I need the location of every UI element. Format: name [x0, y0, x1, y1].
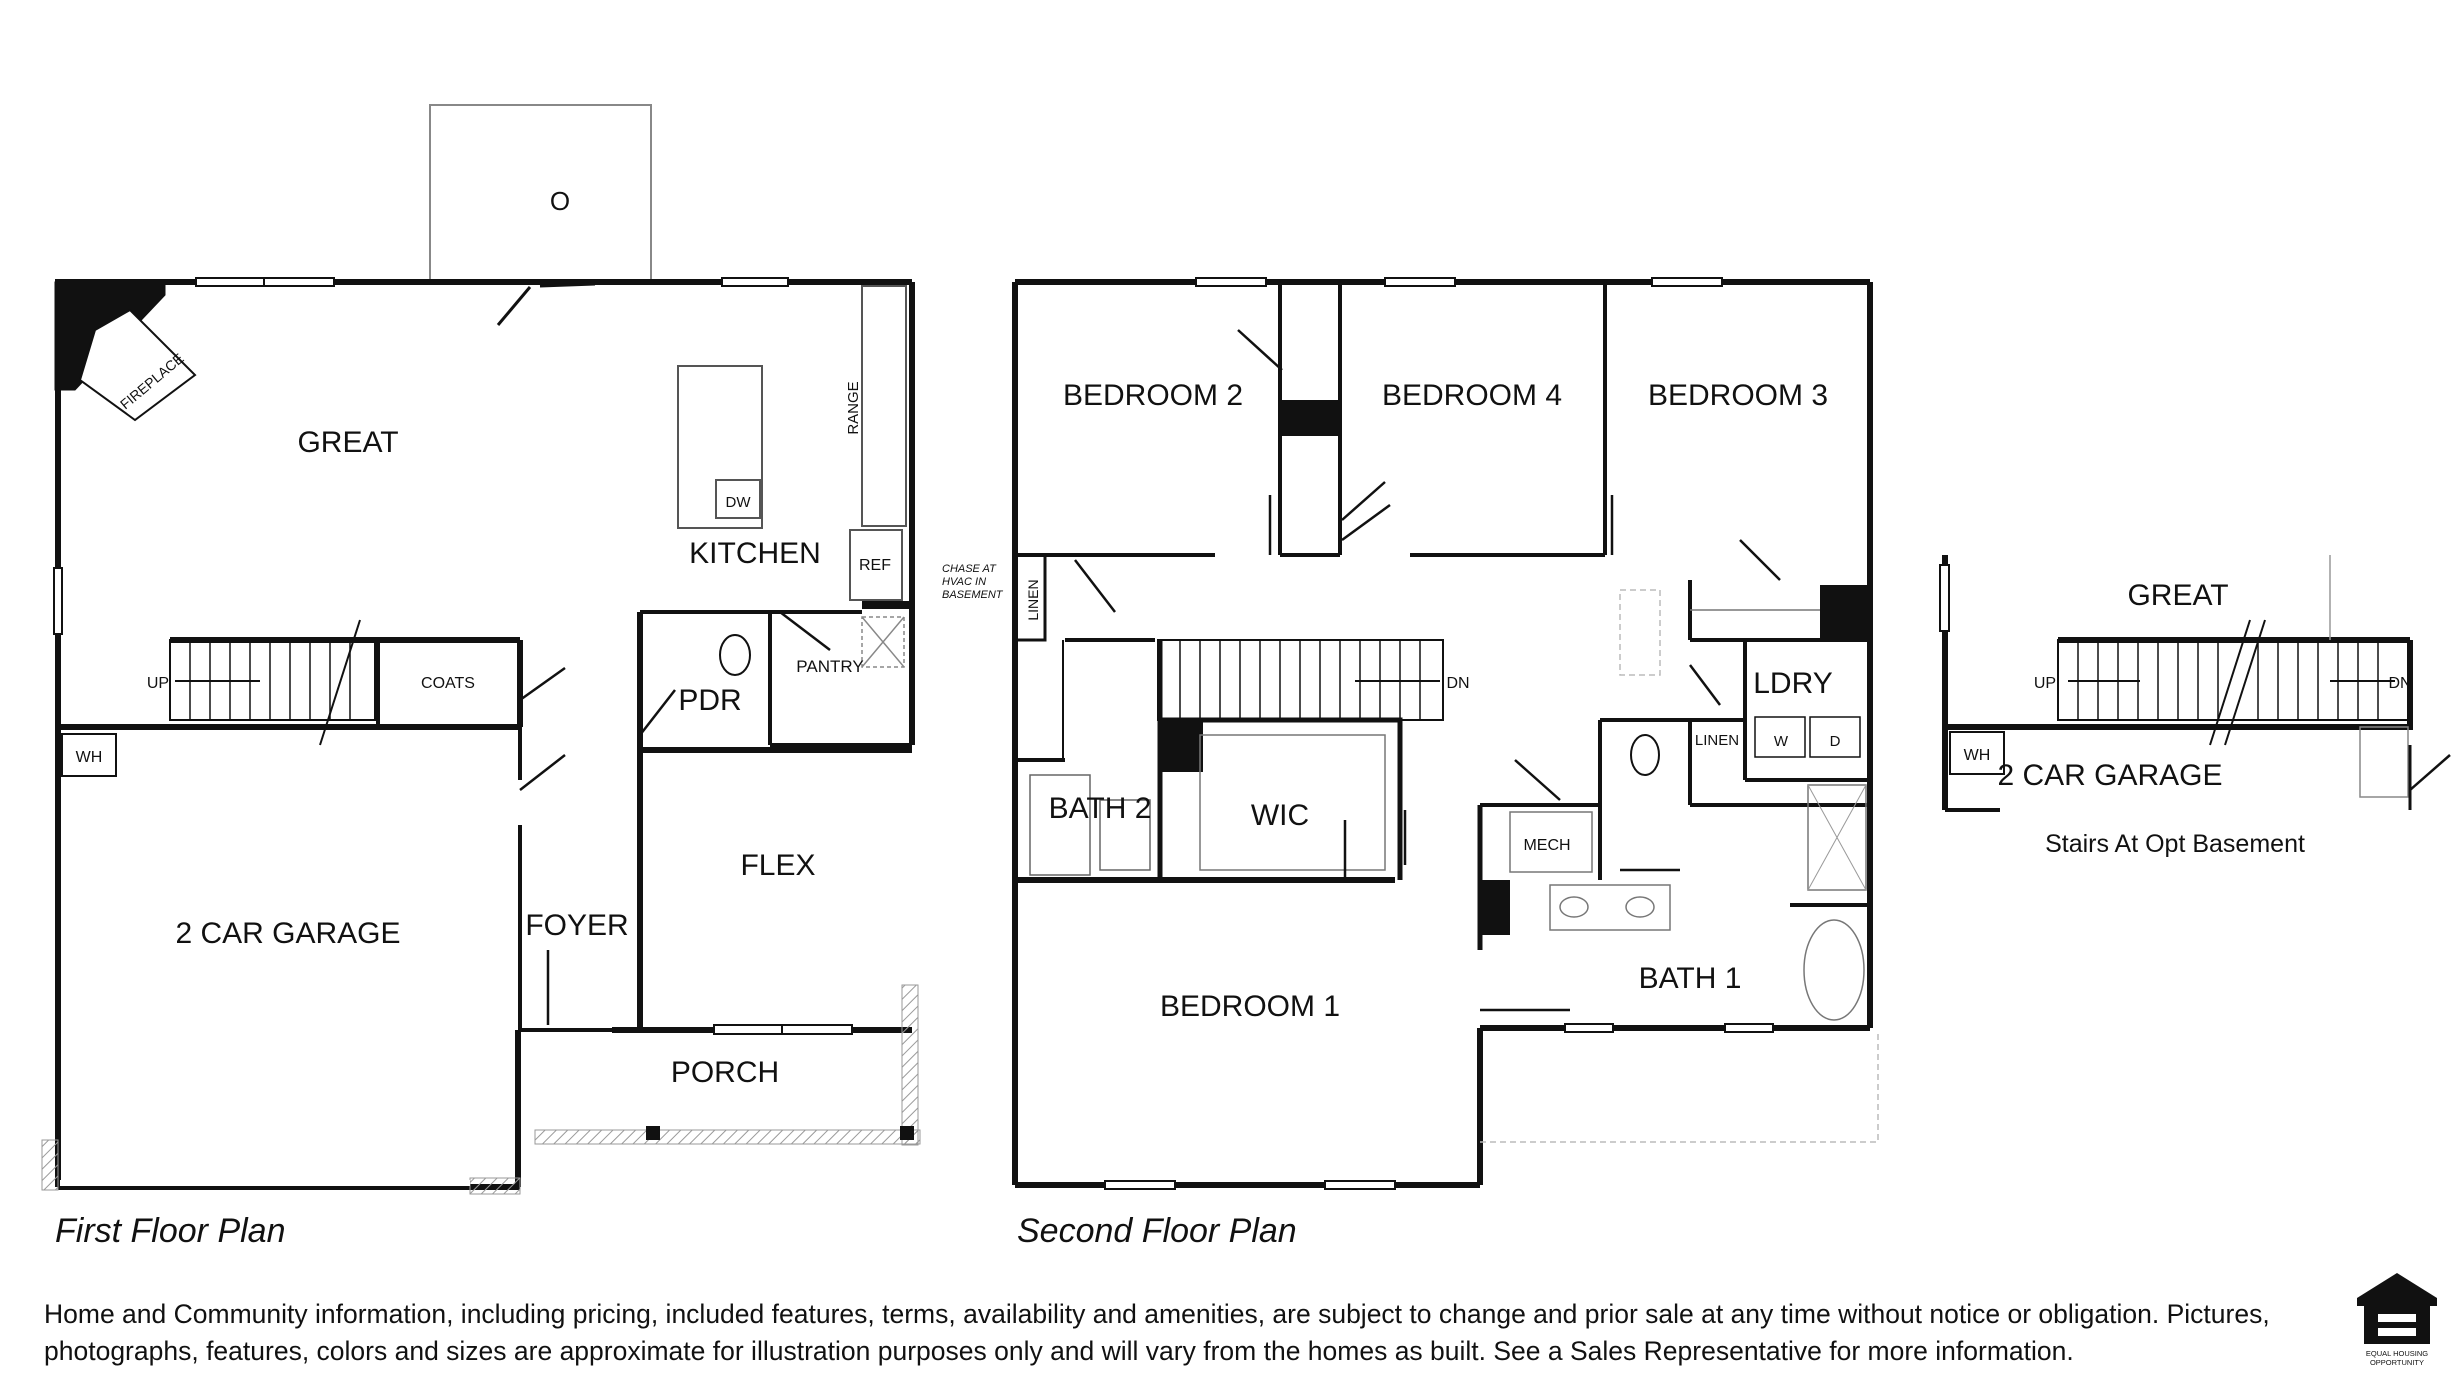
- laundry-label: LDRY: [1753, 667, 1832, 700]
- dryer-label: D: [1830, 733, 1841, 750]
- opt-water-heater-label: WH: [1964, 747, 1991, 764]
- powder-room-label: PDR: [678, 684, 741, 717]
- bath-1-label: BATH 1: [1639, 962, 1742, 995]
- kitchen-label: KITCHEN: [689, 537, 821, 570]
- washer-label: W: [1774, 733, 1789, 750]
- mech-label: MECH: [1523, 837, 1570, 854]
- legal-disclaimer: Home and Community information, includin…: [44, 1299, 2270, 1366]
- stair-up-label: UP: [147, 675, 169, 692]
- bedroom-3-label: BEDROOM 3: [1648, 379, 1828, 412]
- flex-label: FLEX: [740, 849, 815, 882]
- dishwasher-label: DW: [726, 494, 752, 511]
- refrigerator-label: REF: [859, 557, 891, 574]
- water-heater-label: WH: [76, 749, 103, 766]
- coats-label: COATS: [421, 675, 475, 692]
- bedroom-2-label: BEDROOM 2: [1063, 379, 1243, 412]
- range-label: RANGE: [845, 381, 862, 434]
- opt-stairs-caption: Stairs At Opt Basement: [2045, 830, 2305, 858]
- opt-stair-up-label: UP: [2034, 675, 2056, 692]
- second-floor-plan: [1012, 277, 1879, 1190]
- chase-note-line2: HVAC IN: [942, 576, 986, 588]
- first-floor-plan: [41, 104, 921, 1195]
- porch-label: PORCH: [671, 1056, 779, 1089]
- chase-note-line1: CHASE AT: [942, 563, 997, 575]
- great-room-label: GREAT: [297, 426, 398, 459]
- stair-down-label: DN: [1446, 675, 1469, 692]
- second-floor-caption: Second Floor Plan: [1017, 1212, 1297, 1250]
- walk-in-closet-label: WIC: [1251, 799, 1309, 832]
- opt-great-label: GREAT: [2127, 579, 2228, 612]
- linen-closet-label: LINEN: [1025, 579, 1041, 620]
- bedroom-4-label: BEDROOM 4: [1382, 379, 1562, 412]
- first-floor-caption: First Floor Plan: [55, 1212, 286, 1250]
- garage-label: 2 CAR GARAGE: [175, 917, 400, 950]
- linen-closet-2-label: LINEN: [1695, 732, 1739, 749]
- opt-garage-label: 2 CAR GARAGE: [1997, 759, 2222, 792]
- pantry-label: PANTRY: [796, 657, 863, 676]
- eho-text-line2: OPPORTUNITY: [2370, 1358, 2424, 1367]
- optional-basement-stairs-plan: [1939, 555, 2451, 812]
- equal-housing-opportunity-logo: EQUAL HOUSING OPPORTUNITY: [2357, 1273, 2437, 1367]
- eho-text-line1: EQUAL HOUSING: [2366, 1349, 2428, 1358]
- bedroom-1-label: BEDROOM 1: [1160, 990, 1340, 1023]
- opt-stair-down-label: DN: [2388, 675, 2411, 692]
- foyer-label: FOYER: [525, 909, 628, 942]
- chase-note-line3: BASEMENT: [942, 589, 1004, 601]
- patio-label: O: [550, 186, 570, 216]
- room-labels: O GREAT FIREPLACE KITCHEN RANGE DW REF C…: [76, 186, 2412, 1089]
- bath-2-label: BATH 2: [1049, 792, 1152, 825]
